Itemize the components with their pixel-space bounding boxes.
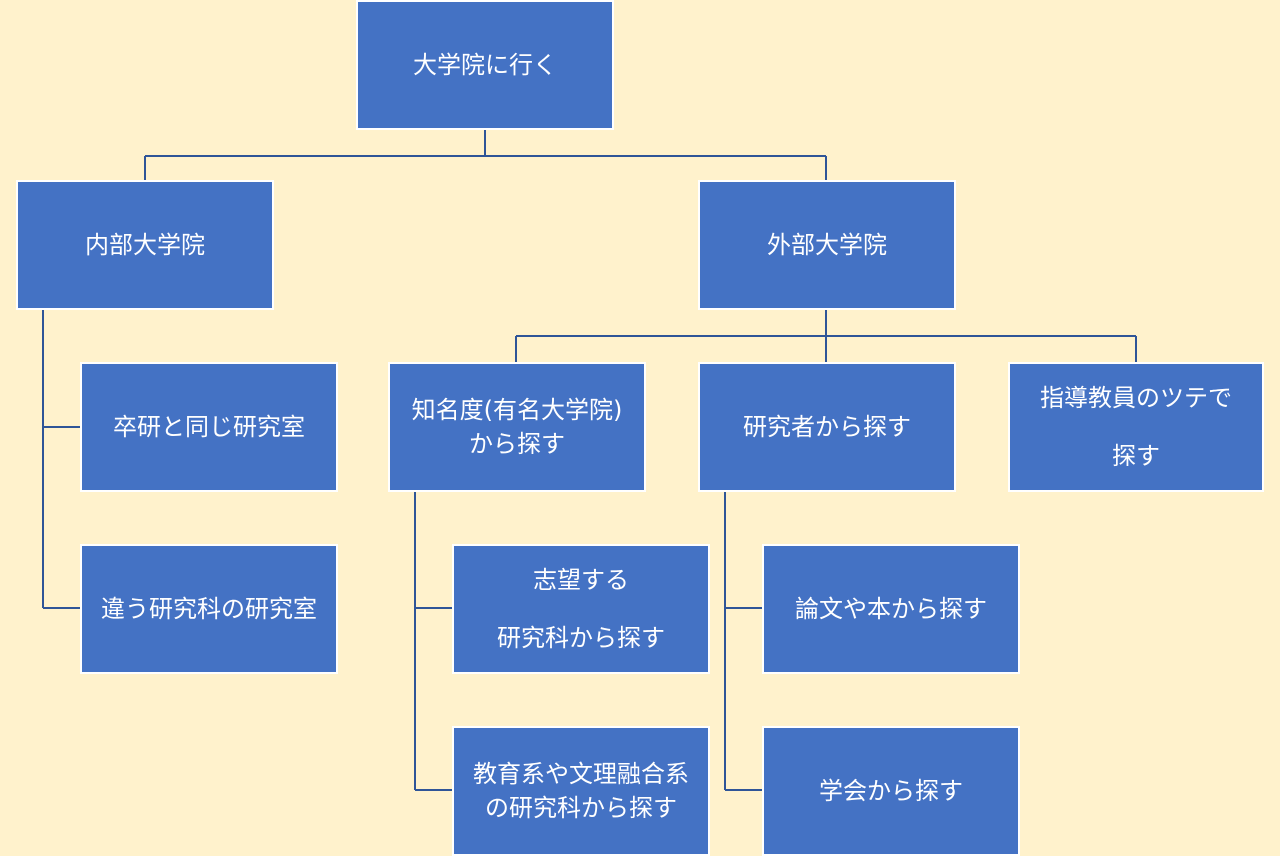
- node-interdisciplinary-department: 教育系や文理融合系 の研究科から探す: [452, 726, 710, 856]
- node-by-advisor-connection: 指導教員のツテで 探す: [1008, 362, 1264, 492]
- node-text: 研究者から探す: [743, 413, 911, 441]
- node-root: 大学院に行く: [356, 0, 614, 130]
- node-text: 外部大学院: [767, 231, 887, 259]
- node-by-researcher: 研究者から探す: [698, 362, 956, 492]
- node-text: 違う研究科の研究室: [101, 595, 317, 623]
- node-text: から探す: [469, 430, 565, 458]
- node-academic-society: 学会から探す: [762, 726, 1020, 856]
- node-text: 探す: [1112, 442, 1160, 470]
- node-by-reputation: 知名度(有名大学院) から探す: [388, 362, 646, 492]
- node-same-lab: 卒研と同じ研究室: [80, 362, 338, 492]
- node-text: 知名度(有名大学院): [411, 396, 623, 424]
- node-text: 学会から探す: [819, 777, 963, 805]
- node-text: 研究科から探す: [497, 624, 665, 652]
- node-other-dept-lab: 違う研究科の研究室: [80, 544, 338, 674]
- node-text: 指導教員のツテで: [1040, 384, 1232, 412]
- node-text: 大学院に行く: [413, 51, 557, 79]
- node-text: 教育系や文理融合系: [473, 760, 689, 788]
- node-external-grad-school: 外部大学院: [698, 180, 956, 310]
- node-internal-grad-school: 内部大学院: [16, 180, 274, 310]
- node-text: 論文や本から探す: [795, 595, 987, 623]
- node-papers-books: 論文や本から探す: [762, 544, 1020, 674]
- node-text: 志望する: [533, 566, 629, 594]
- node-text: 内部大学院: [85, 231, 205, 259]
- node-text: の研究科から探す: [485, 794, 677, 822]
- node-text: 卒研と同じ研究室: [113, 413, 305, 441]
- node-desired-department: 志望する 研究科から探す: [452, 544, 710, 674]
